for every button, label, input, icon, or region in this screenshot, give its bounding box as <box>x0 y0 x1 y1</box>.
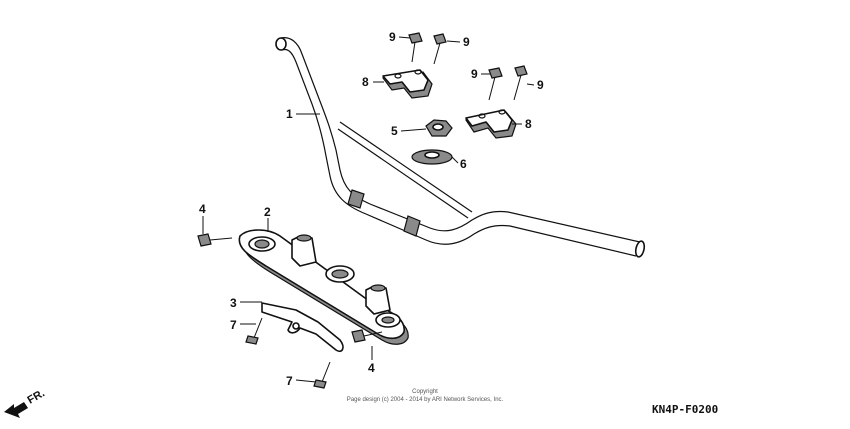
plate-screw[interactable] <box>245 317 263 345</box>
callout-4: 4 <box>368 361 375 375</box>
callout-9: 9 <box>537 78 544 92</box>
front-arrow-icon: FR. <box>4 387 47 418</box>
plate-screw[interactable] <box>313 361 331 389</box>
pinch-bolt[interactable] <box>351 329 383 343</box>
callout-9: 9 <box>389 30 396 44</box>
wire-guide-plate[interactable] <box>261 302 344 353</box>
holder-bolt[interactable] <box>488 67 503 101</box>
holder-bolt[interactable] <box>433 33 447 65</box>
callout-2: 2 <box>264 205 271 219</box>
upper-holder-right[interactable] <box>465 109 517 139</box>
copyright-line-1: Copyright <box>412 389 438 395</box>
callout-3: 3 <box>230 296 237 310</box>
callout-labels: 1 2 3 4 4 5 6 7 7 8 8 9 9 9 9 <box>199 30 544 388</box>
callout-5: 5 <box>391 124 398 138</box>
upper-holder-left[interactable] <box>381 69 433 99</box>
lower-holder[interactable] <box>238 229 409 345</box>
leader-lines <box>202 36 535 383</box>
nut[interactable] <box>425 119 453 137</box>
holder-bolt[interactable] <box>513 65 528 101</box>
copyright-line-2: Page design (c) 2004 - 2014 by ARI Netwo… <box>347 397 504 403</box>
front-label: FR. <box>26 387 47 406</box>
pinch-bolt[interactable] <box>197 233 233 247</box>
callout-9: 9 <box>471 67 478 81</box>
callout-4: 4 <box>199 202 206 216</box>
callout-7: 7 <box>230 318 237 332</box>
callout-8: 8 <box>525 117 532 131</box>
callout-1: 1 <box>286 107 293 121</box>
callout-7: 7 <box>286 374 293 388</box>
callout-6: 6 <box>460 157 467 171</box>
holder-bolt[interactable] <box>408 32 423 63</box>
callout-9: 9 <box>463 35 470 49</box>
handlebar[interactable] <box>275 37 646 258</box>
diagram-code: KN4P-F0200 <box>652 403 718 416</box>
callout-8: 8 <box>362 75 369 89</box>
washer[interactable] <box>411 149 453 165</box>
